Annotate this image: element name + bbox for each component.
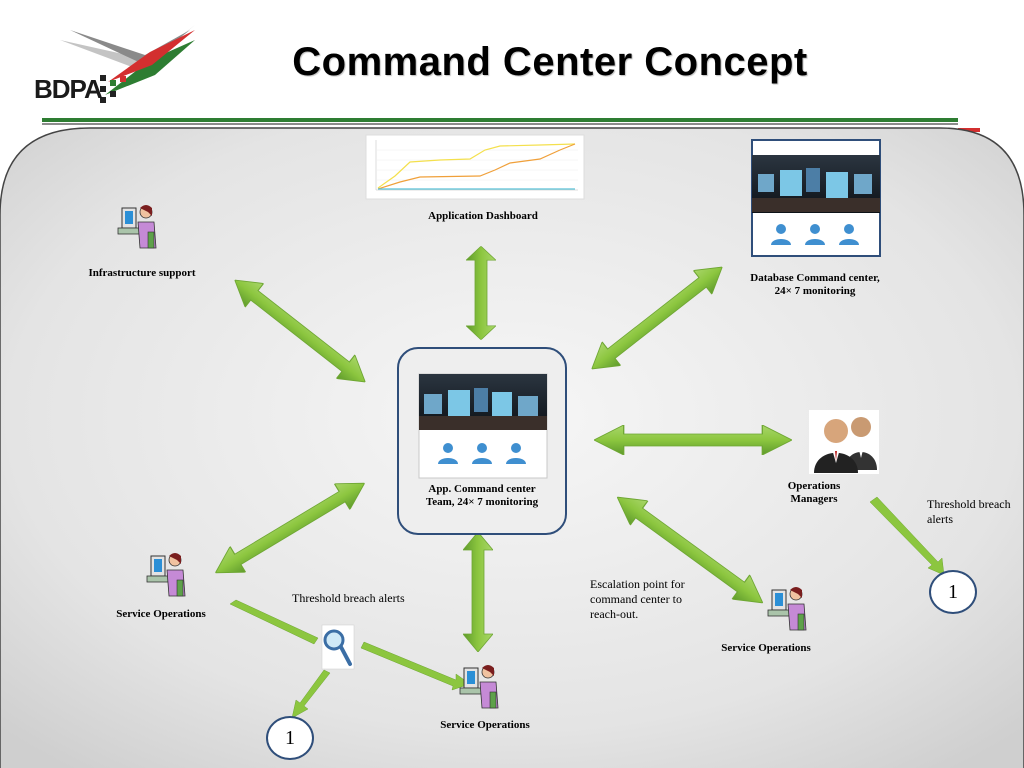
operator-icon-service-bottom [459, 665, 499, 709]
label-db-command-center-line2: 24× 7 monitoring [774, 285, 856, 297]
app-command-center-frame [397, 347, 567, 535]
annotation-threshold-left: Threshold breach alerts [292, 591, 405, 605]
label-app-command-center-line1: App. Command center [428, 483, 536, 495]
label-service-operations-bottom: Service Operations [440, 719, 530, 731]
annotation-escalation-line1: Escalation point for [590, 577, 685, 591]
label-app-command-center: App. Command center Team, 24× 7 monitori… [404, 483, 560, 509]
connector-magnifier-to-circle-left [291, 669, 331, 719]
label-db-command-center: Database Command center, 24× 7 monitorin… [720, 272, 910, 298]
annotation-escalation: Escalation point for command center to r… [590, 577, 720, 622]
page-title: Command Center Concept [292, 40, 808, 84]
operator-icon-service-left [146, 553, 186, 597]
db-command-center-frame [751, 139, 881, 257]
label-application-dashboard: Application Dashboard [428, 210, 538, 222]
annotation-escalation-line2: command center to [590, 592, 682, 606]
magnifier-icon [321, 624, 355, 670]
operator-icon-service-right [767, 587, 807, 631]
label-app-command-center-line2: Team, 24× 7 monitoring [425, 496, 539, 508]
header-logo [60, 25, 195, 103]
application-dashboard-thumbnail [365, 134, 585, 200]
circle-marker-left: 1 [266, 716, 314, 760]
annotation-escalation-line3: reach-out. [590, 607, 639, 621]
operations-managers-icon [809, 410, 879, 474]
label-operations-managers-line2: Managers [790, 493, 838, 505]
annotation-threshold-right-line1: Threshold breach [927, 497, 1011, 511]
connector-magnifier-to-service-bottom [360, 641, 471, 691]
label-operations-managers-line1: Operations [787, 480, 841, 492]
label-db-command-center-line1: Database Command center, [750, 272, 880, 284]
label-infrastructure-support: Infrastructure support [88, 267, 196, 279]
label-service-operations-right: Service Operations [721, 642, 811, 654]
annotation-threshold-right: Threshold breach alerts [927, 497, 1023, 527]
annotation-threshold-right-line2: alerts [927, 512, 953, 526]
label-service-operations-left: Service Operations [116, 608, 206, 620]
logo-text: BDPA [34, 74, 103, 104]
header-underline [42, 118, 980, 132]
connector-managers-to-circle-right [869, 496, 945, 576]
label-operations-managers: Operations Managers [782, 480, 852, 506]
circle-marker-right: 1 [929, 570, 977, 614]
connector-service-left-to-magnifier [229, 599, 319, 645]
operator-icon-infra [117, 205, 157, 249]
